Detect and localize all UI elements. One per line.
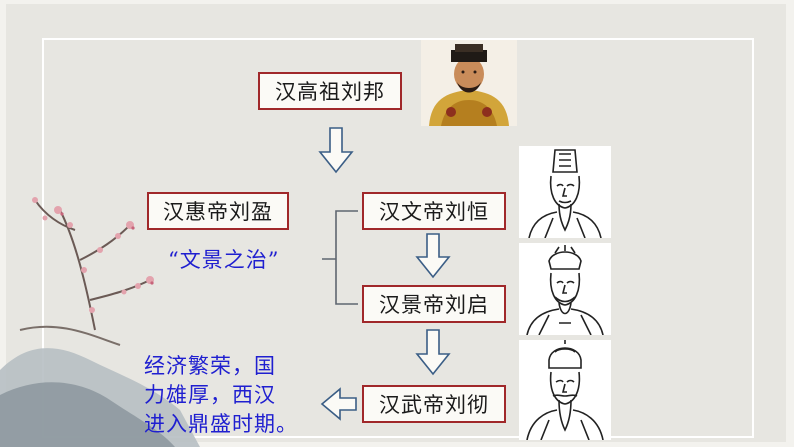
liu-bang-portrait xyxy=(421,40,517,126)
summary-line: 力雄厚，西汉 xyxy=(144,383,276,407)
liu-qi-portrait xyxy=(519,243,611,335)
liu-ying-box: 汉惠帝刘盈 xyxy=(147,192,289,230)
liu-heng-portrait xyxy=(519,146,611,238)
liu-heng-box: 汉文帝刘恒 xyxy=(362,192,506,230)
wenjing-label: “文景之治” xyxy=(168,248,280,272)
liu-che-box: 汉武帝刘彻 xyxy=(362,385,506,423)
summary-line: 经济繁荣，国 xyxy=(144,354,276,378)
liu-bang-box: 汉高祖刘邦 xyxy=(258,72,402,110)
liu-qi-box: 汉景帝刘启 xyxy=(362,285,506,323)
summary-line: 进入鼎盛时期。 xyxy=(144,412,298,436)
down-arrow-icon xyxy=(318,127,354,174)
down-arrow-icon xyxy=(415,329,451,376)
slide-inner-border xyxy=(42,38,754,438)
ink-mountain-blossom-painting xyxy=(0,197,200,447)
liu-che-portrait xyxy=(519,340,611,440)
wenjing-bracket xyxy=(322,210,358,305)
summary-text: 经济繁荣，国 力雄厚，西汉 进入鼎盛时期。 xyxy=(144,352,298,439)
down-arrow-icon xyxy=(415,233,451,279)
left-arrow-icon xyxy=(320,387,357,421)
